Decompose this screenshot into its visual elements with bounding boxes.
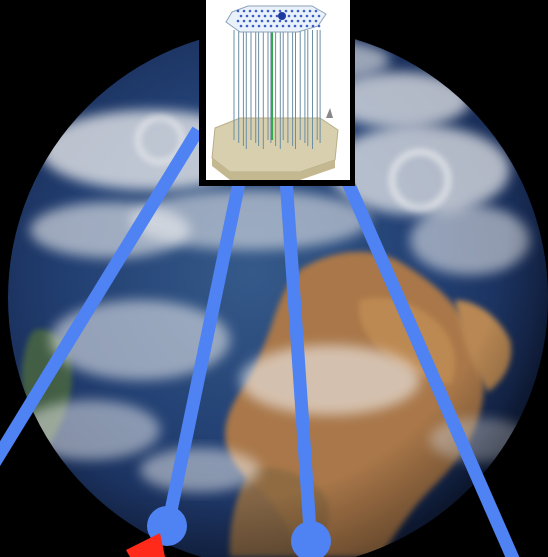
sensor-dot <box>284 19 288 23</box>
beam-line <box>0 126 204 467</box>
sensor-dot <box>242 19 246 23</box>
sensor-dot <box>293 14 297 18</box>
sensor-dot <box>296 19 300 23</box>
detector-base-edge <box>212 158 335 180</box>
sensor-dot <box>314 19 318 23</box>
beam-line <box>340 175 520 557</box>
sensor-dot <box>260 9 264 13</box>
sensor-dot <box>263 14 267 18</box>
sensor-dot <box>257 14 261 18</box>
sensor-dot <box>314 9 318 13</box>
sensor-dot <box>275 14 279 18</box>
sensor-dot <box>293 24 297 28</box>
sensor-dot <box>305 24 309 28</box>
sensor-dot <box>269 14 273 18</box>
detector-spike <box>326 108 333 118</box>
sensor-dot <box>299 14 303 18</box>
sensor-dot <box>245 24 249 28</box>
detector-base <box>211 117 339 173</box>
sensor-dot <box>287 24 291 28</box>
sensor-dot <box>296 9 300 13</box>
sensor-grid <box>236 9 321 28</box>
sensor-dot <box>251 24 255 28</box>
sensor-dot <box>290 19 294 23</box>
sensor-dot <box>278 9 282 13</box>
detector-strings <box>233 30 321 149</box>
red-arrow-icon <box>126 533 165 557</box>
sensor-dot <box>272 9 276 13</box>
sensor-dot <box>305 14 309 18</box>
sensor-center <box>278 12 286 20</box>
sensor-dot <box>236 19 240 23</box>
sensor-dot <box>284 9 288 13</box>
beam-line <box>160 176 247 532</box>
sensor-dot <box>299 24 303 28</box>
sensor-dot <box>266 9 270 13</box>
sensor-dot <box>260 19 264 23</box>
sensor-dot <box>302 9 306 13</box>
sensor-dot <box>317 14 321 18</box>
sensor-dot <box>245 14 249 18</box>
sensor-dot <box>290 9 294 13</box>
sensor-dot <box>311 24 315 28</box>
sensor-dot <box>266 19 270 23</box>
sensor-dot <box>257 24 261 28</box>
sensor-dot <box>308 19 312 23</box>
sensor-dot <box>308 9 312 13</box>
beam-line <box>279 177 318 546</box>
sensor-dot <box>281 24 285 28</box>
sensor-dot <box>269 24 273 28</box>
sensor-dot <box>263 24 267 28</box>
sensor-dot <box>311 14 315 18</box>
sensor-dot <box>272 19 276 23</box>
sensor-dot <box>239 14 243 18</box>
detector-inset <box>199 0 355 186</box>
sensor-dot <box>302 19 306 23</box>
sensor-dot <box>278 19 282 23</box>
sensor-dot <box>317 24 321 28</box>
sensor-dot <box>287 14 291 18</box>
sensor-dot <box>248 19 252 23</box>
sensor-dot <box>251 14 255 18</box>
sensor-dot <box>275 24 279 28</box>
sensor-dot <box>254 19 258 23</box>
sensor-dot <box>239 24 243 28</box>
beam-endpoint-marker <box>291 521 331 557</box>
sensor-dot <box>248 9 252 13</box>
neutrino-beams <box>0 126 520 557</box>
sensor-dot <box>254 9 258 13</box>
sensor-dot <box>242 9 246 13</box>
sensor-dot <box>236 9 240 13</box>
detector-top-plate <box>225 5 327 33</box>
